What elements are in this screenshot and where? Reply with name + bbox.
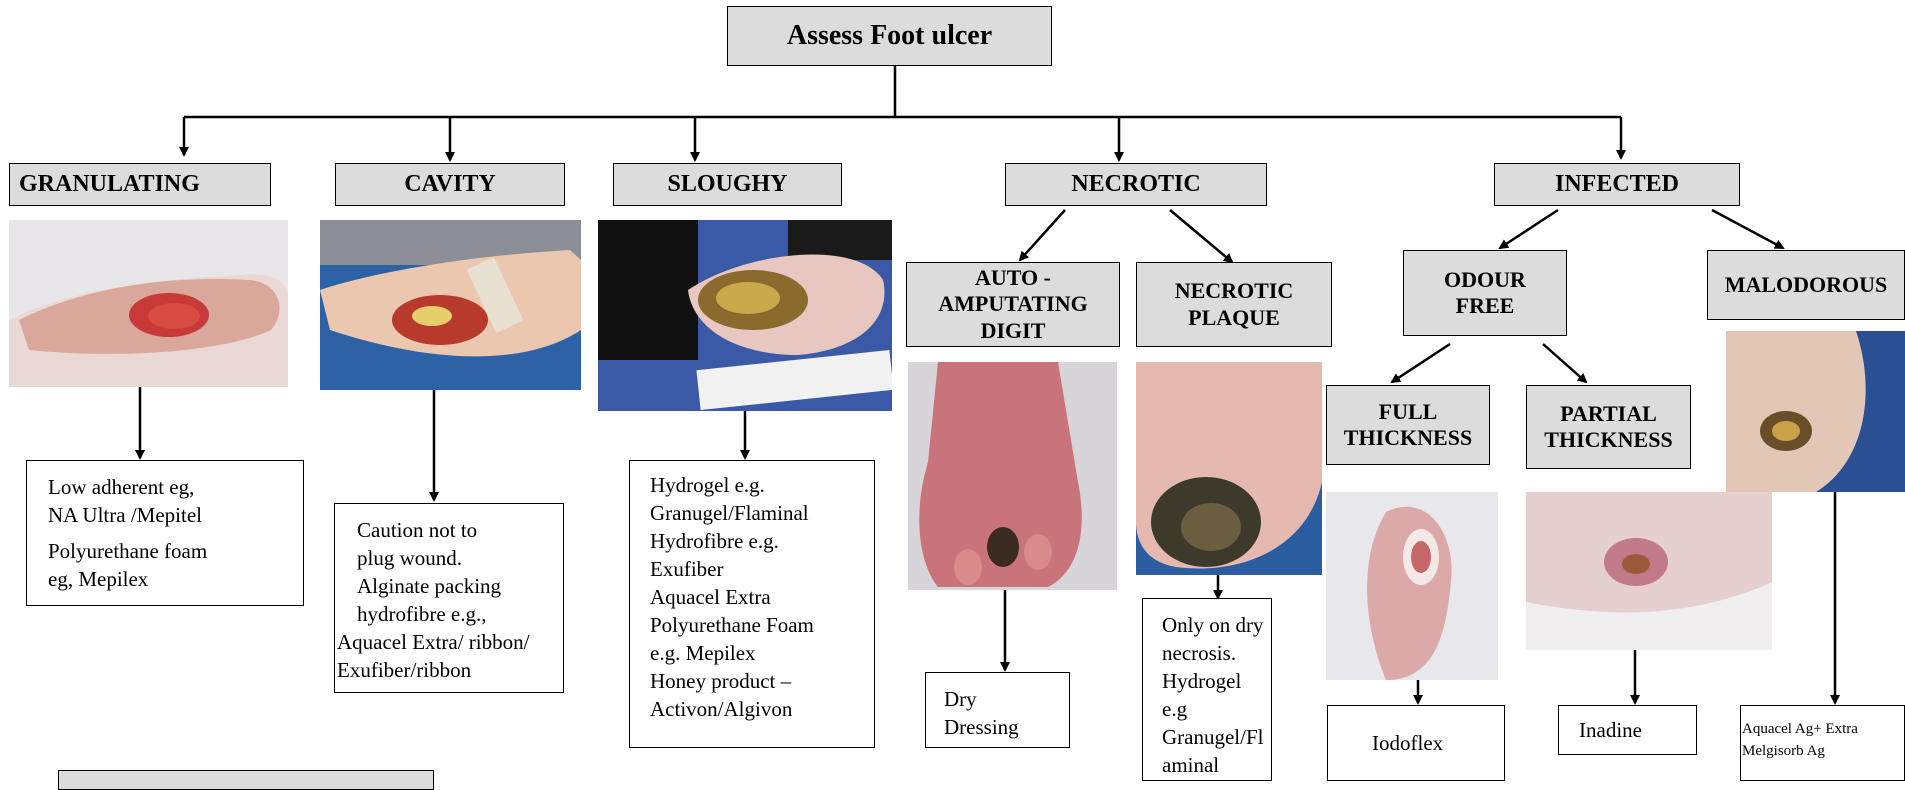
- treatment-line: Granugel/Flaminal: [650, 499, 874, 527]
- root-label: Assess Foot ulcer: [787, 21, 992, 52]
- treatment-line: Polyurethane Foam: [650, 611, 874, 639]
- treatment-line: e.g: [1162, 695, 1271, 723]
- treatment-line: Exufiber/ribbon: [337, 656, 563, 684]
- treatment-line: Melgisorb Ag: [1742, 740, 1904, 762]
- treatment-line: Low adherent eg,: [48, 473, 303, 501]
- treatment-line: Hydrofibre e.g.: [650, 527, 874, 555]
- subcategory-partial-thickness: PARTIAL THICKNESS: [1526, 385, 1691, 469]
- treatment-line: Alginate packing: [357, 572, 563, 600]
- treatment-partial-thickness: Inadine: [1558, 705, 1697, 755]
- treatment-line: eg, Mepilex: [48, 565, 303, 593]
- footer-box: [58, 770, 434, 790]
- category-label: NECROTIC: [1071, 171, 1200, 197]
- treatment-auto-amputating: Dry Dressing: [925, 672, 1070, 748]
- category-label: SLOUGHY: [667, 171, 787, 197]
- treatment-line: Activon/Algivon: [650, 695, 874, 723]
- subcategory-line: ODOUR: [1444, 267, 1526, 293]
- treatment-line: Honey product –: [650, 667, 874, 695]
- subcategory-full-thickness: FULL THICKNESS: [1326, 385, 1490, 465]
- subcategory-line: PARTIAL: [1560, 401, 1657, 427]
- category-granulating: GRANULATING: [9, 163, 271, 206]
- subcategory-line: AUTO -: [975, 265, 1051, 291]
- partial-thickness-wound-photo: [1526, 492, 1772, 650]
- sloughy-wound-photo: [598, 220, 892, 411]
- necrotic-plaque-photo: [1136, 362, 1322, 575]
- treatment-line: aminal: [1162, 751, 1271, 779]
- treatment-line: Only on dry: [1162, 611, 1271, 639]
- treatment-line: Aquacel Extra/ ribbon/: [337, 628, 563, 656]
- treatment-line: Aquacel Extra: [650, 583, 874, 611]
- treatment-line: Dressing: [944, 713, 1069, 741]
- root-node: Assess Foot ulcer: [727, 6, 1052, 66]
- treatment-line: Hydrogel: [1162, 667, 1271, 695]
- treatment-malodorous: Aquacel Ag+ Extra Melgisorb Ag: [1740, 705, 1905, 781]
- granulating-wound-photo: [9, 220, 288, 387]
- category-infected: INFECTED: [1494, 163, 1740, 206]
- category-cavity: CAVITY: [335, 163, 565, 206]
- category-sloughy: SLOUGHY: [613, 163, 842, 206]
- treatment-line: Iodoflex: [1372, 729, 1443, 757]
- treatment-cavity: Caution not to plug wound. Alginate pack…: [334, 503, 564, 693]
- treatment-sloughy: Hydrogel e.g. Granugel/Flaminal Hydrofib…: [629, 460, 875, 748]
- treatment-full-thickness: Iodoflex: [1327, 705, 1505, 781]
- treatment-line: Hydrogel e.g.: [650, 471, 874, 499]
- category-label: INFECTED: [1555, 171, 1679, 197]
- treatment-line: plug wound.: [357, 544, 563, 572]
- subcategory-necrotic-plaque: NECROTIC PLAQUE: [1136, 262, 1332, 347]
- treatment-line: Granugel/Fl: [1162, 723, 1271, 751]
- subcategory-line: THICKNESS: [1544, 427, 1672, 453]
- category-label: CAVITY: [404, 171, 496, 197]
- subcategory-malodorous: MALODOROUS: [1707, 250, 1905, 320]
- malodorous-wound-photo: [1726, 331, 1905, 492]
- auto-amputating-digit-photo: [908, 362, 1117, 590]
- treatment-necrotic-plaque: Only on dry necrosis. Hydrogel e.g Granu…: [1142, 598, 1272, 781]
- treatment-line: Exufiber: [650, 555, 874, 583]
- treatment-line: Aquacel Ag+ Extra: [1742, 718, 1904, 740]
- treatment-line: necrosis.: [1162, 639, 1271, 667]
- treatment-line: Inadine: [1579, 716, 1642, 744]
- subcategory-line: DIGIT: [981, 318, 1046, 344]
- cavity-wound-photo: [320, 220, 581, 390]
- subcategory-line: FREE: [1456, 293, 1515, 319]
- subcategory-line: MALODOROUS: [1725, 272, 1888, 298]
- treatment-line: Polyurethane foam: [48, 537, 303, 565]
- category-label: GRANULATING: [19, 171, 200, 197]
- full-thickness-wound-photo: [1326, 492, 1498, 680]
- subcategory-line: AMPUTATING: [938, 291, 1088, 317]
- subcategory-line: THICKNESS: [1344, 425, 1472, 451]
- treatment-line: NA Ultra /Mepitel: [48, 501, 303, 529]
- subcategory-line: PLAQUE: [1188, 305, 1280, 331]
- subcategory-odour-free: ODOUR FREE: [1403, 250, 1567, 336]
- category-necrotic: NECROTIC: [1005, 163, 1267, 206]
- treatment-line: e.g. Mepilex: [650, 639, 874, 667]
- subcategory-line: FULL: [1379, 399, 1438, 425]
- treatment-line: Caution not to: [357, 516, 563, 544]
- subcategory-auto-amputating-digit: AUTO - AMPUTATING DIGIT: [906, 262, 1120, 347]
- treatment-granulating: Low adherent eg, NA Ultra /Mepitel Polyu…: [26, 460, 304, 606]
- treatment-line: hydrofibre e.g.,: [357, 600, 563, 628]
- treatment-line: Dry: [944, 685, 1069, 713]
- subcategory-line: NECROTIC: [1175, 278, 1294, 304]
